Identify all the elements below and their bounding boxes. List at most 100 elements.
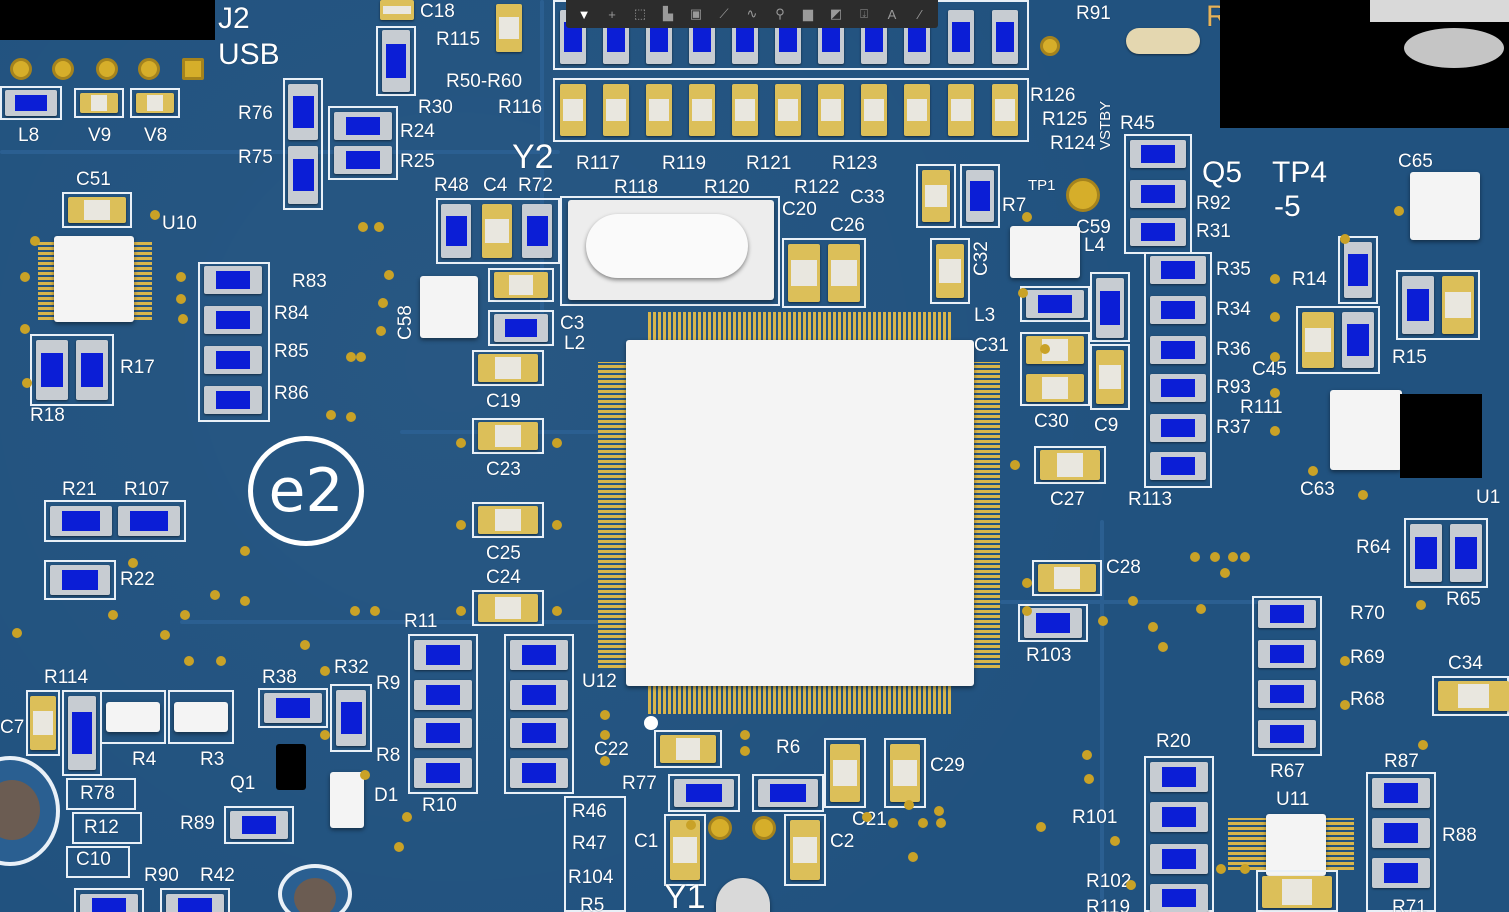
resistor-r117[interactable] [603,84,629,136]
resistor-r83[interactable] [204,266,262,294]
resistor-r18[interactable] [36,340,68,400]
capacitor-c22[interactable] [660,735,716,763]
crosshair-icon[interactable]: + [608,6,616,22]
varistor-v8[interactable] [136,93,174,113]
microcontroller-u12[interactable] [626,340,974,686]
resistor-r123[interactable] [861,84,887,136]
resistor-r76[interactable] [288,84,318,140]
resistor-r31[interactable] [1130,218,1186,246]
resistor-r101[interactable] [1150,802,1208,832]
resistor-r17[interactable] [76,340,108,400]
resistor-r72[interactable] [522,204,552,258]
resistor-r32[interactable] [336,690,366,746]
resistor[interactable] [510,718,568,748]
usb-connector-j2[interactable] [0,0,215,40]
line-icon[interactable]: ⁄ [918,6,922,22]
resistor-r15[interactable] [1342,312,1374,368]
capacitor-c19[interactable] [478,354,538,382]
resistor[interactable] [1402,276,1434,334]
resistor-r37[interactable] [1150,414,1206,442]
resistor-r65[interactable] [1450,524,1482,582]
rule-icon[interactable]: ⍗ [860,6,868,21]
capacitor[interactable] [1442,276,1474,334]
route-icon[interactable]: ⟋ [719,6,729,21]
resistor-array-r3[interactable] [174,702,228,732]
capacitor-c30[interactable] [1026,374,1084,402]
capacitor-c23[interactable] [478,422,538,450]
inductor-l8[interactable] [5,90,57,116]
capacitor-c34[interactable] [1438,681,1509,711]
varistor-v9[interactable] [80,93,118,113]
resistor-r116[interactable] [560,84,586,136]
capacitor-c4[interactable] [482,204,512,258]
resistor-r34[interactable] [1150,296,1206,324]
capacitor[interactable] [1262,876,1332,908]
capacitor-c18[interactable] [380,0,414,20]
capacitor-c31[interactable] [1026,336,1084,364]
resistor-r107[interactable] [118,506,180,536]
capacitor-c9[interactable] [1096,350,1124,404]
capacitor-c59[interactable] [1010,226,1080,278]
resistor-r118[interactable] [646,84,672,136]
resistor[interactable] [510,640,568,670]
resistor-r70[interactable] [1258,600,1316,628]
resistor-r93[interactable] [1150,374,1206,402]
capacitor-c29[interactable] [890,744,920,802]
capacitor-c45[interactable] [1302,312,1334,368]
resistor-r126[interactable] [992,84,1018,136]
resistor-r88[interactable] [1372,818,1430,848]
resistor-r122[interactable] [818,84,844,136]
capacitor-c21[interactable] [830,744,860,802]
resistor-r36[interactable] [1150,336,1206,364]
resistor-r21[interactable] [50,506,112,536]
resistor-r20[interactable] [1150,762,1208,792]
resistor[interactable] [1372,858,1430,888]
test-point-tp1[interactable] [1066,178,1100,212]
capacitor-c7[interactable] [30,696,56,750]
resistor-r124[interactable] [904,84,930,136]
resistor-r69[interactable] [1258,640,1316,668]
resistor-array[interactable] [948,10,974,64]
text-icon[interactable]: A [887,6,897,22]
resistor-r42[interactable] [166,894,224,912]
resistor-r91-axial[interactable] [1126,28,1200,54]
capacitor-c20[interactable] [788,244,820,302]
capacitor-c28[interactable] [1038,564,1096,592]
via-icon[interactable]: ⚲ [775,6,785,21]
resistor-r92[interactable] [1130,180,1186,208]
polygon-icon[interactable]: ◩ [829,6,843,21]
resistor-r77[interactable] [674,779,734,807]
capacitor-c33[interactable] [922,170,950,222]
inductor-l3[interactable] [1026,290,1084,318]
resistor-r45[interactable] [1130,140,1186,168]
capacitor-c58[interactable] [420,276,478,338]
capacitor-c25[interactable] [478,506,538,534]
resistor[interactable] [414,718,472,748]
resistor-r84[interactable] [204,306,262,334]
resistor-r89[interactable] [230,811,288,839]
resistor-r75[interactable] [288,146,318,204]
resistor-r48[interactable] [441,204,471,258]
diode-d1[interactable] [330,772,364,828]
inductor[interactable] [1096,278,1124,338]
ic-u11[interactable] [1266,814,1326,876]
resistor-r86[interactable] [204,386,262,414]
resistor-r24[interactable] [334,112,392,140]
capacitor[interactable] [494,272,548,298]
capacitor-c2[interactable] [790,820,820,880]
resistor-r14[interactable] [1344,242,1372,298]
resistor-r6[interactable] [758,779,818,807]
resistor-r68[interactable] [1258,680,1316,708]
capacitor[interactable] [496,4,522,52]
filter-icon[interactable]: ▼ [577,6,591,22]
resistor-r90[interactable] [80,894,138,912]
resistor-r103[interactable] [1024,608,1082,638]
resistor-r119[interactable] [689,84,715,136]
resistor-array[interactable] [992,10,1018,64]
resistor-r121[interactable] [775,84,801,136]
resistor-r64[interactable] [1410,524,1442,582]
capacitor-c63[interactable] [1330,390,1402,470]
capacitor-c65[interactable] [1410,172,1480,240]
resistor-r85[interactable] [204,346,262,374]
